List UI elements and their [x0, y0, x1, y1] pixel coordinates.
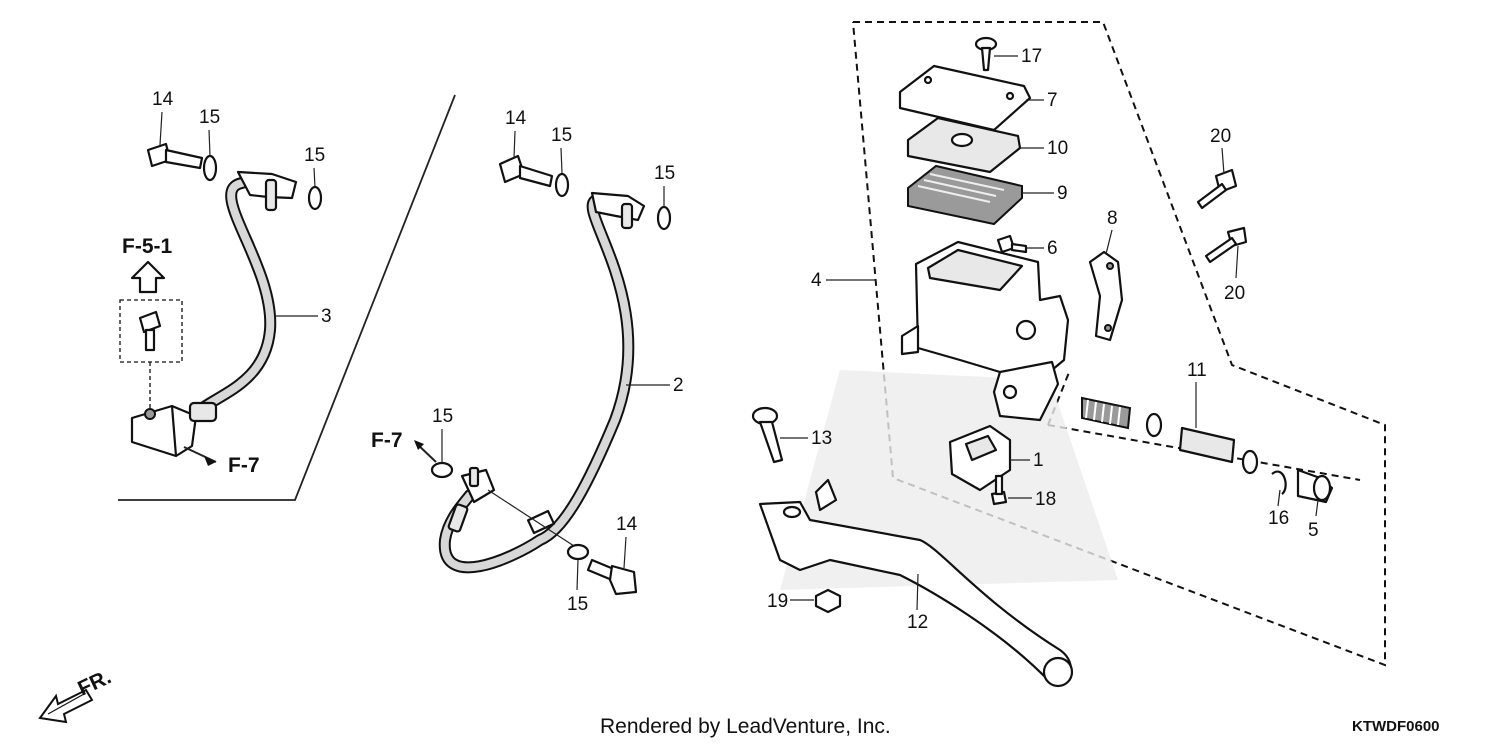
piston-kit-11: [1081, 396, 1259, 475]
svg-text:7: 7: [1047, 90, 1058, 111]
callout-18: 18: [1008, 489, 1056, 510]
ref-f-5-1: F-5-1: [119, 235, 183, 410]
svg-text:20: 20: [1224, 283, 1245, 304]
svg-text:10: 10: [1047, 138, 1068, 159]
svg-text:8: 8: [1107, 208, 1118, 229]
washer-15e: [430, 461, 454, 479]
pivot-bolt-13: [751, 406, 784, 464]
callout-3: 3: [274, 306, 332, 327]
svg-text:20: 20: [1210, 126, 1231, 147]
front-direction-marker: FR.: [38, 665, 115, 724]
brake-hose-2: [438, 191, 646, 574]
svg-text:F-7: F-7: [228, 454, 260, 477]
diagram-code: KTWDF0600: [1352, 718, 1440, 735]
brake-lever-12: [758, 478, 1074, 688]
callout-14a: 14: [152, 89, 174, 146]
callout-14c: 14: [616, 514, 638, 569]
svg-text:18: 18: [1035, 489, 1056, 510]
switch-1: [948, 424, 1012, 492]
bolt-20b: [1204, 226, 1248, 264]
plate-10: [906, 116, 1022, 174]
banjo-bolt-14a: [146, 142, 204, 170]
washer-15f: [566, 543, 590, 561]
callout-8: 8: [1105, 208, 1118, 255]
svg-text:15: 15: [304, 145, 325, 166]
washer-15a: [202, 154, 218, 182]
callout-20b: 20: [1224, 245, 1245, 304]
master-cylinder-4: [900, 240, 1070, 422]
svg-text:2: 2: [673, 375, 684, 396]
svg-text:4: 4: [811, 270, 822, 291]
callout-10: 10: [1020, 138, 1068, 159]
brake-hose-3: [130, 170, 298, 458]
callout-1: 1: [1010, 450, 1044, 471]
callout-15c: 15: [551, 125, 572, 174]
svg-text:9: 9: [1057, 183, 1068, 204]
svg-text:14: 14: [152, 89, 174, 110]
callout-15a: 15: [199, 107, 220, 157]
screw-18: [990, 474, 1008, 506]
callout-9: 9: [1022, 183, 1068, 204]
callout-4: 4: [811, 270, 876, 291]
callout-6: 6: [1026, 238, 1058, 259]
banjo-bolt-14c: [586, 558, 638, 596]
svg-text:15: 15: [199, 107, 220, 128]
svg-text:11: 11: [1187, 360, 1207, 381]
svg-text:14: 14: [616, 514, 638, 535]
callout-5: 5: [1308, 499, 1319, 541]
boot-5: [1296, 468, 1334, 504]
callout-17: 17: [994, 46, 1042, 67]
diaphragm-9: [907, 164, 1023, 226]
svg-text:1: 1: [1033, 450, 1044, 471]
callout-15f: 15: [567, 559, 588, 615]
callout-11: 11: [1187, 360, 1207, 428]
section-divider-left: [118, 94, 456, 501]
screw-17: [974, 36, 998, 72]
callout-7: 7: [1026, 90, 1058, 111]
callout-16: 16: [1268, 489, 1289, 529]
banjo-bolt-14b: [498, 154, 554, 188]
svg-text:5: 5: [1308, 520, 1319, 541]
svg-text:F-5-1: F-5-1: [122, 235, 172, 258]
callout-12: 12: [907, 573, 928, 633]
callout-15e: 15: [432, 406, 453, 463]
svg-text:15: 15: [432, 406, 453, 427]
svg-text:16: 16: [1268, 508, 1289, 529]
svg-text:17: 17: [1021, 46, 1042, 67]
callout-2: 2: [626, 375, 684, 396]
washer-15b: [307, 185, 323, 211]
clamp-8: [1088, 250, 1124, 342]
svg-text:19: 19: [767, 591, 788, 612]
svg-text:12: 12: [907, 612, 928, 633]
credit-text: Rendered by LeadVenture, Inc.: [600, 715, 891, 738]
callout-15b: 15: [304, 145, 325, 188]
svg-text:Rendered by LeadVenture, Inc.: Rendered by LeadVenture, Inc.: [600, 715, 891, 738]
bolt-20a: [1196, 168, 1238, 210]
ref-f-7-mid: F-7: [371, 429, 437, 463]
callout-14b: 14: [505, 108, 527, 159]
svg-text:15: 15: [654, 163, 675, 184]
svg-text:15: 15: [551, 125, 572, 146]
callout-19: 19: [767, 591, 814, 612]
callout-13: 13: [780, 428, 832, 449]
screw-6: [996, 234, 1028, 254]
svg-text:F-7: F-7: [371, 429, 403, 452]
svg-text:3: 3: [321, 306, 332, 327]
reservoir-cap-7: [898, 64, 1032, 132]
svg-text:14: 14: [505, 108, 527, 129]
washer-15d: [656, 205, 672, 231]
ref-f-7-left: F-7: [183, 446, 260, 477]
svg-text:15: 15: [567, 594, 588, 615]
nut-19: [814, 588, 842, 614]
svg-text:KTWDF0600: KTWDF0600: [1352, 718, 1440, 735]
svg-text:6: 6: [1047, 238, 1058, 259]
svg-text:13: 13: [811, 428, 832, 449]
circlip-16: [1271, 470, 1287, 495]
callout-15d: 15: [654, 163, 675, 207]
callout-20a: 20: [1210, 126, 1231, 175]
washer-15c: [554, 172, 570, 198]
